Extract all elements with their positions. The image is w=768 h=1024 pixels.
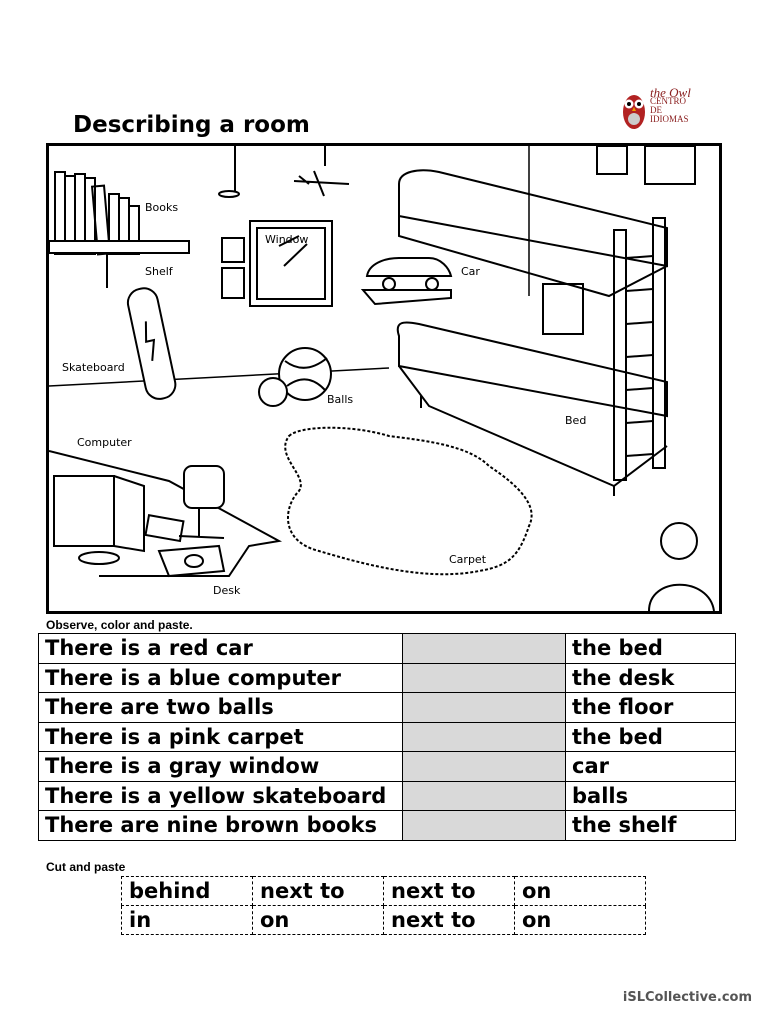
answer-cell[interactable] bbox=[402, 810, 566, 841]
answer-cell[interactable] bbox=[402, 780, 566, 811]
carpet-illustration bbox=[284, 426, 533, 576]
owl-logo bbox=[623, 95, 645, 129]
bed-illustration bbox=[396, 169, 668, 496]
table-row: There is a yellow skateboard balls bbox=[38, 780, 736, 811]
sentence-cell: There is a yellow skateboard bbox=[38, 780, 403, 811]
sentence-cell: There are nine brown books bbox=[38, 810, 403, 841]
answer-cell[interactable] bbox=[402, 721, 566, 752]
label-balls: Balls bbox=[327, 393, 354, 406]
table-row: There is a gray window car bbox=[38, 751, 736, 782]
ball-large bbox=[278, 347, 332, 401]
instruction-text: Observe, color and paste. bbox=[46, 618, 193, 632]
table-row: There are nine brown books the shelf bbox=[38, 810, 736, 841]
table-row: There is a blue computer the desk bbox=[38, 662, 736, 693]
cut-and-paste-title: Cut and paste bbox=[46, 860, 126, 874]
cut-row: behind next to next to on bbox=[121, 876, 646, 906]
table-row: There are two balls the floor bbox=[38, 692, 736, 723]
place-cell: the shelf bbox=[565, 810, 736, 841]
answer-cell[interactable] bbox=[402, 751, 566, 782]
label-car: Car bbox=[461, 265, 480, 278]
sentence-cell: There is a gray window bbox=[38, 751, 403, 782]
sentence-table: There is a red car the bed There is a bl… bbox=[38, 633, 736, 841]
cut-word[interactable]: next to bbox=[383, 876, 515, 906]
ball-small bbox=[258, 377, 288, 407]
label-carpet: Carpet bbox=[449, 553, 487, 566]
label-books: Books bbox=[145, 201, 179, 214]
place-cell: the floor bbox=[565, 692, 736, 723]
table-row: There is a pink carpet the bed bbox=[38, 721, 736, 752]
place-cell: balls bbox=[565, 780, 736, 811]
cut-word[interactable]: next to bbox=[252, 876, 384, 906]
cut-word[interactable]: in bbox=[121, 905, 253, 935]
window-illustration bbox=[249, 220, 333, 307]
page-title: Describing a room bbox=[73, 112, 310, 138]
answer-cell[interactable] bbox=[402, 662, 566, 693]
place-cell: car bbox=[565, 751, 736, 782]
sentence-cell: There is a red car bbox=[38, 633, 403, 664]
place-cell: the bed bbox=[565, 633, 736, 664]
computer-illustration bbox=[49, 450, 283, 577]
cut-words-table: behind next to next to on in on next to … bbox=[121, 876, 646, 935]
label-skateboard: Skateboard bbox=[62, 361, 125, 374]
cut-word[interactable]: on bbox=[252, 905, 384, 935]
skateboard-illustration bbox=[126, 287, 177, 400]
room-illustration: Books Shelf Window Car Skateboard Balls … bbox=[46, 143, 722, 614]
label-shelf: Shelf bbox=[145, 265, 173, 278]
answer-cell[interactable] bbox=[402, 633, 566, 664]
answer-cell[interactable] bbox=[402, 692, 566, 723]
sentence-cell: There is a pink carpet bbox=[38, 721, 403, 752]
place-cell: the desk bbox=[565, 662, 736, 693]
cut-word[interactable]: on bbox=[514, 905, 646, 935]
cut-word[interactable]: behind bbox=[121, 876, 253, 906]
sentence-cell: There is a blue computer bbox=[38, 662, 403, 693]
label-window: Window bbox=[265, 233, 309, 246]
table-row: There is a red car the bed bbox=[38, 633, 736, 664]
logo-text: the Owl CENTRO DE IDIOMAS bbox=[650, 85, 691, 124]
label-computer: Computer bbox=[77, 436, 132, 449]
cut-word[interactable]: next to bbox=[383, 905, 515, 935]
sentence-cell: There are two balls bbox=[38, 692, 403, 723]
label-bed: Bed bbox=[565, 414, 587, 427]
cut-row: in on next to on bbox=[121, 905, 646, 935]
shelf-illustration bbox=[49, 240, 190, 254]
footer-watermark: iSLCollective.com bbox=[622, 990, 752, 1005]
car-illustration bbox=[360, 257, 453, 306]
label-desk: Desk bbox=[213, 584, 241, 597]
cut-word[interactable]: on bbox=[514, 876, 646, 906]
place-cell: the bed bbox=[565, 721, 736, 752]
